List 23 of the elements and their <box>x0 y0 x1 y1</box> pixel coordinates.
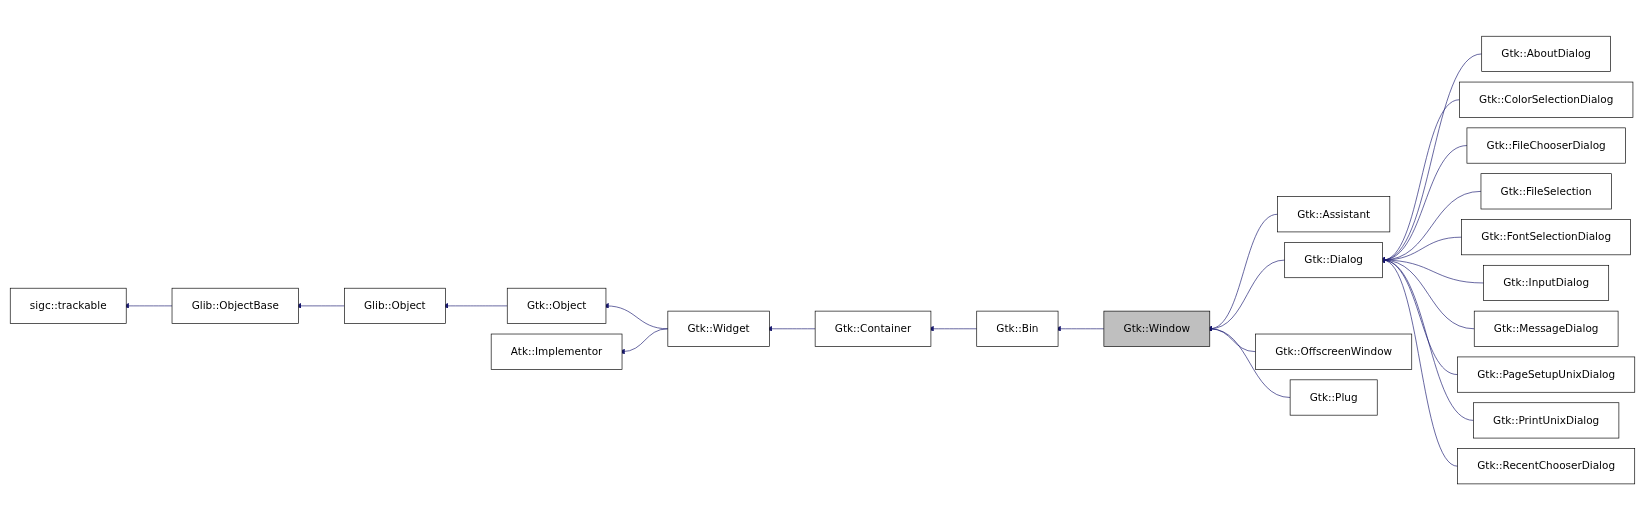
node-box: Glib::ObjectBase <box>171 287 299 324</box>
node-box: Glib::Object <box>344 287 446 324</box>
node-box: Gtk::InputDialog <box>1483 264 1610 301</box>
node-box: Gtk::Window <box>1103 310 1211 347</box>
node-box: Gtk::OffscreenWindow <box>1255 333 1413 370</box>
node-box: Gtk::Container <box>814 310 932 347</box>
node-box: Gtk::Bin <box>976 310 1059 347</box>
node-box: Gtk::RecentChooserDialog <box>1457 448 1636 485</box>
node-box: Gtk::ColorSelectionDialog <box>1459 81 1634 118</box>
node-box: Atk::Implementor <box>490 333 623 370</box>
node-box: Gtk::Dialog <box>1284 242 1383 278</box>
node-box: Gtk::Plug <box>1289 379 1378 416</box>
node-box: Gtk::Object <box>506 287 607 324</box>
node-box: Gtk::FileChooserDialog <box>1466 127 1626 164</box>
node-box: Gtk::Assistant <box>1277 196 1391 233</box>
node-box: sigc::trackable <box>9 287 127 324</box>
node-box: Gtk::FontSelectionDialog <box>1461 219 1631 256</box>
node-box: Gtk::PrintUnixDialog <box>1473 402 1620 439</box>
node-box: Gtk::Widget <box>667 310 770 347</box>
node-box: Gtk::FileSelection <box>1480 173 1612 210</box>
node-box: Gtk::AboutDialog <box>1481 35 1611 72</box>
node-box: Gtk::PageSetupUnixDialog <box>1457 356 1636 393</box>
node-box: Gtk::MessageDialog <box>1473 310 1619 347</box>
